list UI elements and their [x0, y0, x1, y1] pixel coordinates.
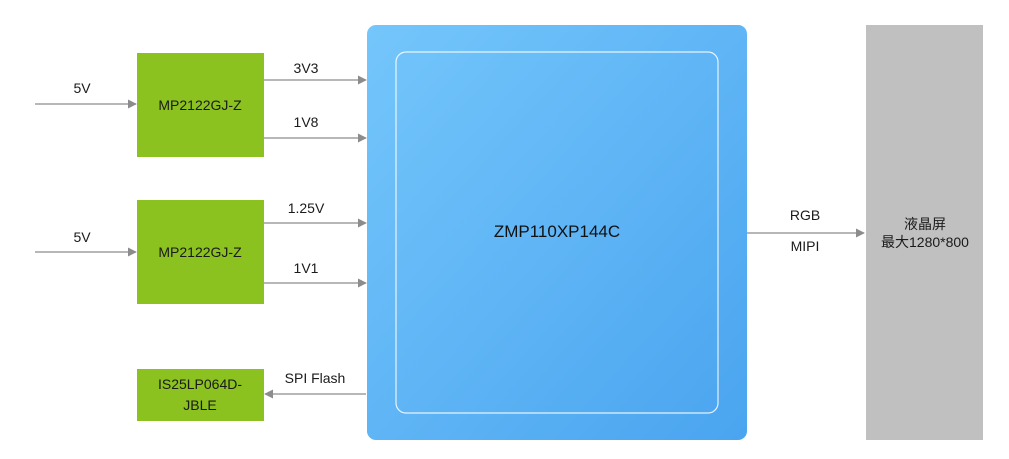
display-label-line2: 最大1280*800: [881, 234, 969, 250]
display-link-label-bottom: MIPI: [791, 238, 820, 254]
regulator-label-2: MP2122GJ-Z: [158, 244, 242, 260]
display-link-label-top: RGB: [790, 207, 820, 223]
flash-box: [137, 369, 264, 421]
flash-label-line1: IS25LP064D-: [158, 376, 242, 392]
regulator-label-1: MP2122GJ-Z: [158, 97, 242, 113]
output-label-2b: 1V1: [294, 260, 319, 276]
soc-label: ZMP110XP144C: [494, 222, 620, 241]
flash-label-line2: JBLE: [183, 397, 216, 413]
display-box: [866, 25, 983, 440]
regulator-box-2: [137, 200, 264, 304]
display-label-line1: 液晶屏: [904, 216, 946, 232]
output-label-1b: 1V8: [294, 114, 319, 130]
input-label-2: 5V: [73, 229, 91, 245]
input-label-1: 5V: [73, 80, 91, 96]
regulator-box-1: [137, 53, 264, 157]
spi-flash-label: SPI Flash: [285, 370, 346, 386]
output-label-2a: 1.25V: [288, 200, 325, 216]
soc-box: [367, 25, 747, 440]
output-label-1a: 3V3: [294, 60, 319, 76]
soc-inner-border: [395, 51, 719, 414]
